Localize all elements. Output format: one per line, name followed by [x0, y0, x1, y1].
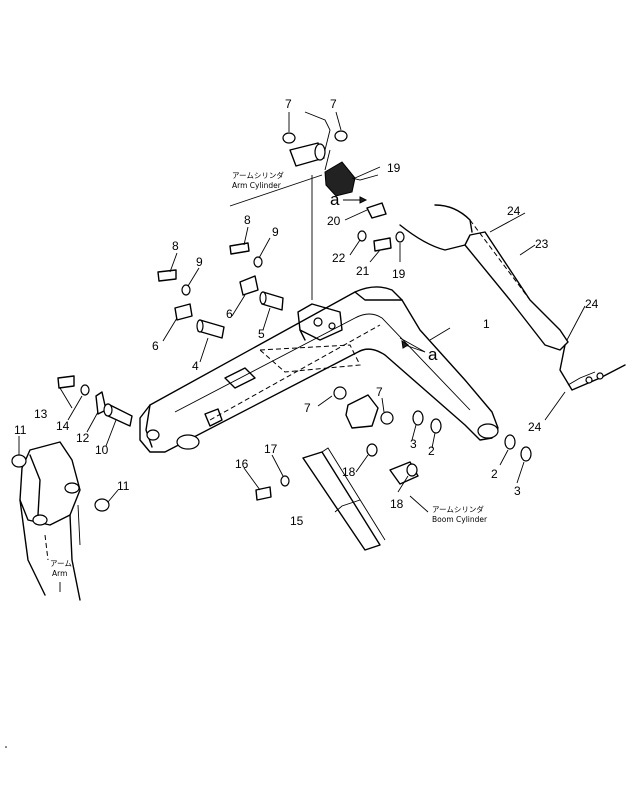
callout-9a: 9	[272, 225, 279, 239]
callout-18a: 18	[342, 465, 356, 479]
arm-cylinder-caption-en: Arm Cylinder	[232, 181, 282, 190]
speck	[5, 746, 7, 748]
callout-16: 16	[235, 457, 249, 471]
callout-19b: 19	[392, 267, 406, 281]
callout-22: 22	[332, 251, 346, 265]
arm-caption-en: Arm	[52, 569, 67, 578]
callout-13: 13	[34, 407, 48, 421]
callout-8a: 8	[244, 213, 251, 227]
callout-4: 4	[192, 359, 199, 373]
callout-11a: 11	[14, 423, 27, 437]
work-lamp	[324, 161, 405, 243]
hardware-parts	[11, 130, 532, 512]
reference-mark-a-top: a	[330, 190, 340, 209]
reference-marks: a a	[330, 190, 438, 364]
callout-7b: 7	[330, 97, 337, 111]
callout-1: 1	[483, 317, 490, 331]
leader-lines	[18, 111, 586, 592]
hose-assembly	[399, 204, 626, 391]
callout-17: 17	[264, 442, 278, 456]
boom-cylinder-caption-jp: アームシリンダ	[432, 504, 484, 514]
callout-24a: 24	[507, 204, 521, 218]
callout-3a: 3	[410, 437, 417, 451]
callout-labels: 1 2 2 3 3 4 5 6 6 7 7 7 7 8 8 9 9 10 11 …	[14, 97, 599, 528]
boom-body	[139, 286, 499, 453]
callout-8b: 8	[172, 239, 179, 253]
callout-24b: 24	[585, 297, 599, 311]
callout-23: 23	[535, 237, 549, 251]
callout-19a: 19	[387, 161, 401, 175]
callout-18b: 18	[390, 497, 404, 511]
callout-2a: 2	[428, 444, 435, 458]
callout-3b: 3	[514, 484, 521, 498]
arm-caption-jp: アーム	[50, 559, 72, 568]
callout-7a: 7	[285, 97, 292, 111]
callout-10: 10	[95, 443, 109, 457]
callout-7d: 7	[376, 385, 383, 399]
arm-cylinder-caption-jp: アームシリンダ	[232, 170, 284, 180]
boom-cylinder	[302, 394, 419, 551]
callout-20: 20	[327, 214, 341, 228]
callout-2b: 2	[491, 467, 498, 481]
arm-body	[19, 441, 81, 601]
callout-12: 12	[76, 431, 90, 445]
callout-5: 5	[258, 327, 265, 341]
callout-24c: 24	[528, 420, 542, 434]
callout-11b: 11	[117, 479, 130, 493]
callout-15: 15	[290, 514, 304, 528]
callout-21: 21	[356, 264, 370, 278]
callout-14: 14	[56, 419, 70, 433]
callout-6a: 6	[226, 307, 233, 321]
callout-9b: 9	[196, 255, 203, 269]
boom-cylinder-caption-en: Boom Cylinder	[432, 515, 488, 524]
reference-mark-a-mid: a	[428, 345, 438, 364]
callout-6b: 6	[152, 339, 159, 353]
callout-7c: 7	[304, 401, 311, 415]
component-captions: アームシリンダ Arm Cylinder アームシリンダ Boom Cylind…	[50, 170, 488, 578]
arm-cylinder	[229, 142, 331, 207]
